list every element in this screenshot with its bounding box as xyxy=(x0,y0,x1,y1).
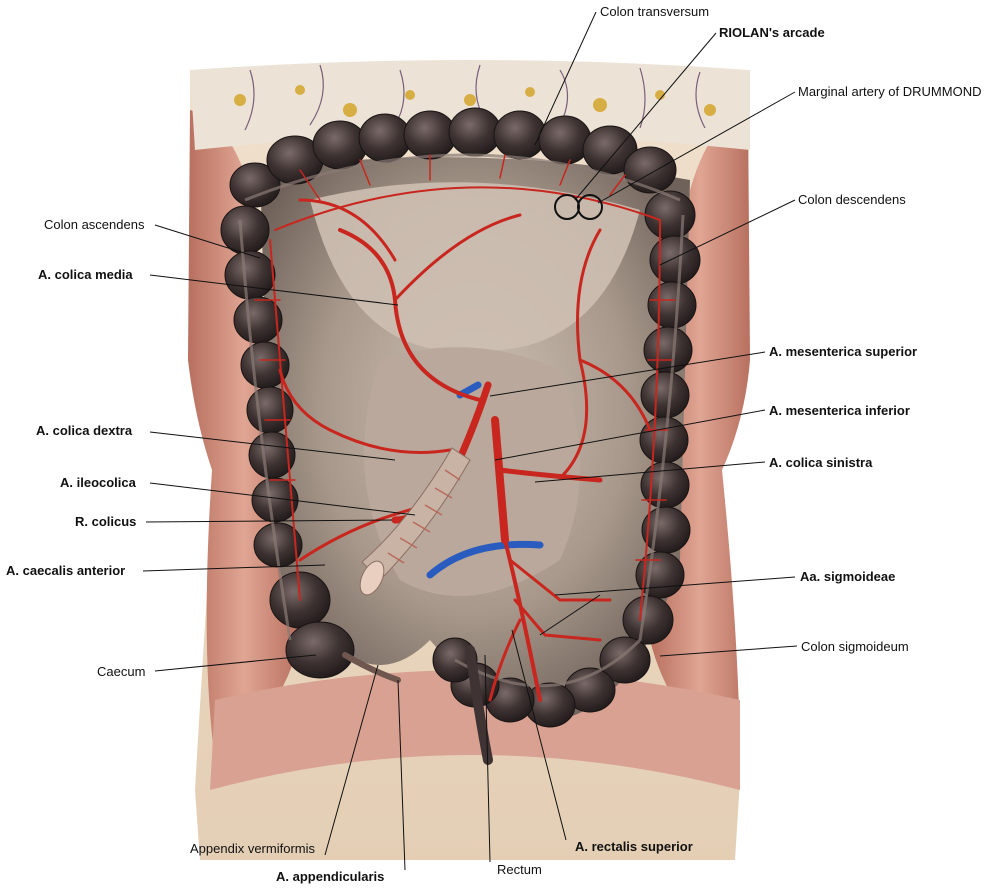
transverse-mesocolon xyxy=(310,182,640,351)
label-a-colica-media: A. colica media xyxy=(38,267,133,282)
appendix-shape xyxy=(342,652,401,683)
label-riolan-arcade: RIOLAN's arcade xyxy=(719,25,825,40)
label-a-mesenterica-superior: A. mesenterica superior xyxy=(769,344,918,359)
label-r-colicus: R. colicus xyxy=(75,514,137,529)
label-a-caecalis-anterior: A. caecalis anterior xyxy=(6,563,126,578)
label-colon-sigmoideum: Colon sigmoideum xyxy=(801,639,909,654)
terminal-ileum xyxy=(359,447,471,596)
label-colon-descendens: Colon descendens xyxy=(798,192,906,207)
leader-lines xyxy=(142,11,798,871)
label-caecum: Caecum xyxy=(97,664,146,679)
abdominal-wall-right xyxy=(650,110,750,770)
drummond-marker xyxy=(577,194,603,220)
label-aa-sigmoideae: Aa. sigmoideae xyxy=(800,569,896,584)
label-a-colica-sinistra: A. colica sinistra xyxy=(769,455,873,470)
label-a-mesenterica-inferior: A. mesenterica inferior xyxy=(769,403,910,418)
label-a-rectalis-superior: A. rectalis superior xyxy=(575,839,693,854)
label-colon-transversum: Colon transversum xyxy=(600,4,710,19)
rectum-shape xyxy=(465,645,493,765)
label-a-appendicularis: A. appendicularis xyxy=(276,869,385,884)
label-marginal-artery: Marginal artery of DRUMMOND xyxy=(798,84,982,99)
label-appendix-vermiformis: Appendix vermiformis xyxy=(190,841,315,856)
label-rectum: Rectum xyxy=(497,862,542,877)
label-colon-ascendens: Colon ascendens xyxy=(44,217,145,232)
label-a-colica-dextra: A. colica dextra xyxy=(36,423,133,438)
label-a-ileocolica: A. ileocolica xyxy=(60,475,136,490)
